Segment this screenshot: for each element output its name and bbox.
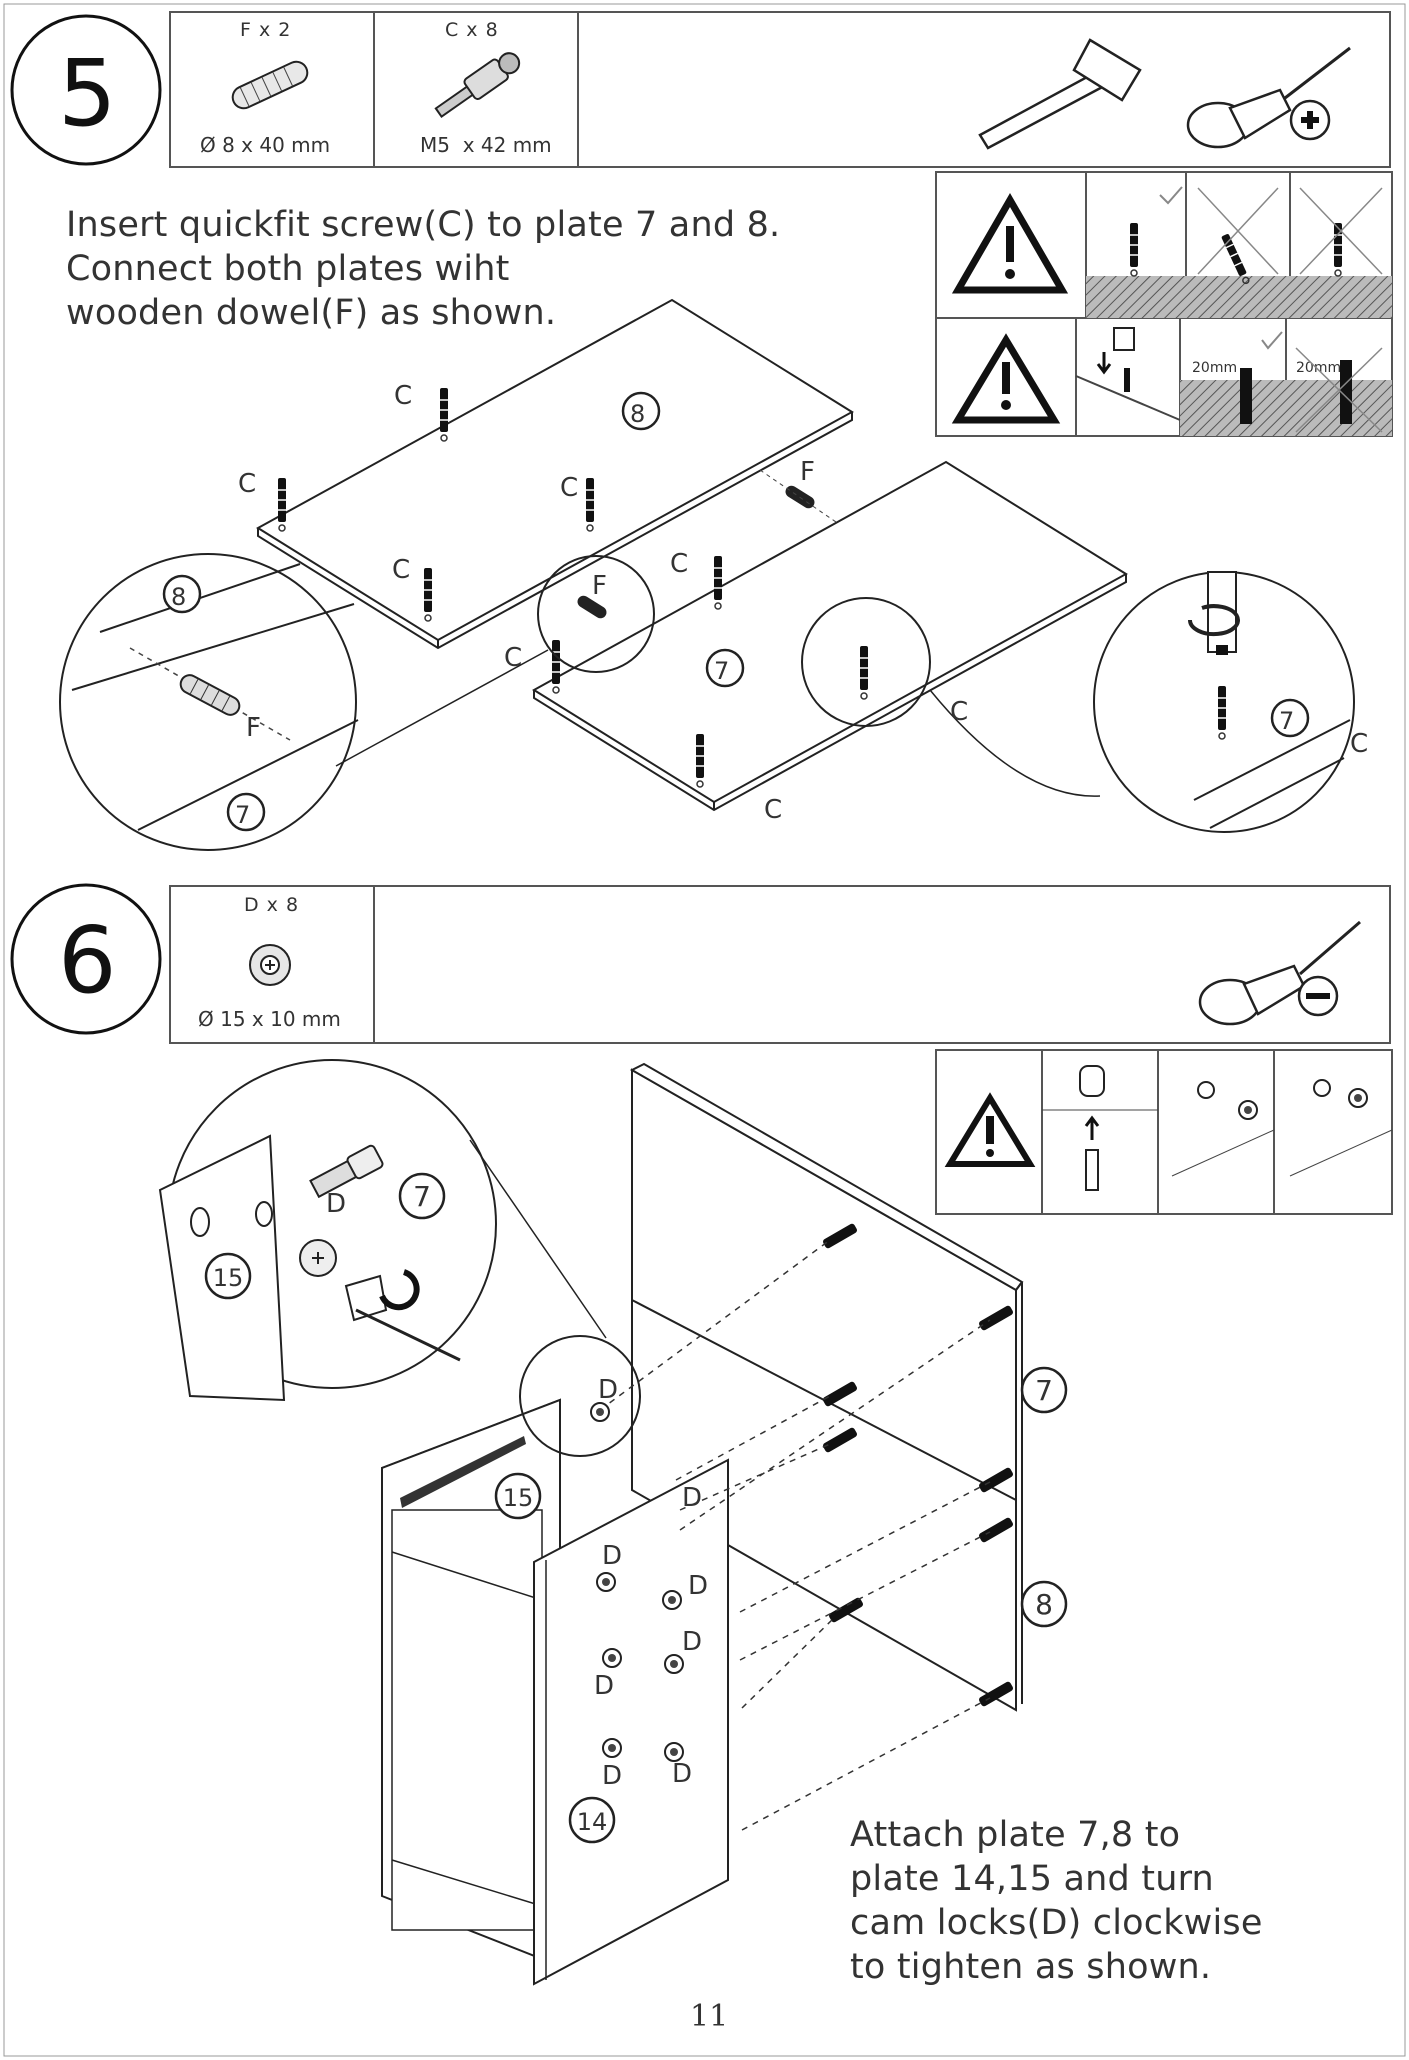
label-d: D xyxy=(672,1759,692,1789)
phillips-screwdriver-icon xyxy=(1186,46,1351,149)
part-d-count: D x 8 xyxy=(244,894,300,916)
label-c: C xyxy=(764,795,782,825)
step-6-number: 6 xyxy=(58,907,117,1014)
plate-7 xyxy=(532,460,1128,812)
step-6-warning-panel xyxy=(935,1049,1393,1215)
label-c: C xyxy=(394,381,412,411)
magnifier-camlock-detail xyxy=(519,1335,641,1457)
depth-label-2: 20mm xyxy=(1296,360,1341,376)
label-c: C xyxy=(392,555,410,585)
label-d: D xyxy=(682,1483,702,1513)
step-6-instruction-line-3: cam locks(D) clockwise xyxy=(850,1903,1263,1943)
step-6-instruction-line-2: plate 14,15 and turn xyxy=(850,1859,1214,1899)
label-d: D xyxy=(602,1761,622,1791)
step-5-instruction-line-3: wooden dowel(F) as shown. xyxy=(66,293,557,333)
step-6-parts-box xyxy=(169,885,1391,1044)
callout-plate-15: 15 xyxy=(213,1264,244,1292)
plate-8 xyxy=(256,298,854,650)
wooden-dowel-icon xyxy=(231,60,309,110)
magnifier-dowel-detail xyxy=(537,555,655,673)
step-5-parts-box xyxy=(169,11,1391,168)
label-d: D xyxy=(598,1375,618,1405)
plate-14 xyxy=(533,1458,729,1986)
step-6-circle xyxy=(10,883,162,1035)
label-c: C xyxy=(950,697,968,727)
cam-lock-icon xyxy=(249,944,291,986)
label-d: D xyxy=(326,1189,346,1219)
flathead-screwdriver-icon xyxy=(1198,920,1361,1026)
magnifier-screw-detail xyxy=(801,597,931,727)
callout-plate-8: 8 xyxy=(1035,1588,1053,1621)
depth-label-1: 20mm xyxy=(1192,360,1237,376)
label-c: C xyxy=(560,473,578,503)
part-d-size: Ø 15 x 10 mm xyxy=(198,1007,341,1031)
callout-plate-8: 8 xyxy=(630,400,645,428)
callout-plate-7: 7 xyxy=(1035,1374,1053,1407)
step-5-number: 5 xyxy=(58,40,117,147)
quickfit-screw-icon xyxy=(434,52,521,119)
step-5-warning-panel: 20mm 20mm xyxy=(935,171,1393,437)
step-5-instruction-line-2: Connect both plates wiht xyxy=(66,249,510,289)
label-f: F xyxy=(592,571,607,601)
label-f: F xyxy=(246,713,261,743)
label-d: D xyxy=(682,1627,702,1657)
label-d: D xyxy=(602,1541,622,1571)
label-c: C xyxy=(670,549,688,579)
back-side-panels xyxy=(629,1062,1024,1712)
part-f-size: Ø 8 x 40 mm xyxy=(200,133,331,157)
part-f-count: F x 2 xyxy=(240,19,292,41)
dowel-insertion-icon xyxy=(1075,327,1181,421)
callout-plate-7: 7 xyxy=(413,1180,431,1213)
step-6-instruction-line-1: Attach plate 7,8 to xyxy=(850,1815,1181,1855)
plate-15 xyxy=(381,1398,561,1968)
warning-triangle-icon xyxy=(951,193,1069,294)
warning-triangle-icon xyxy=(944,1092,1036,1167)
callout-plate-7: 7 xyxy=(1279,707,1294,735)
step-5-instruction-line-1: Insert quickfit screw(C) to plate 7 and … xyxy=(66,205,781,245)
label-c: C xyxy=(1350,729,1368,759)
part-c-size: M5 x 42 mm xyxy=(420,133,552,157)
label-d: D xyxy=(688,1571,708,1601)
callout-plate-7: 7 xyxy=(714,657,729,685)
label-d: D xyxy=(594,1671,614,1701)
label-c: C xyxy=(504,643,522,673)
label-c: C xyxy=(238,469,256,499)
warning-triangle-icon xyxy=(951,333,1061,424)
label-f: F xyxy=(800,457,815,487)
callout-plate-7: 7 xyxy=(235,801,250,829)
step-6-instruction-line-4: to tighten as shown. xyxy=(850,1947,1212,1987)
page-number: 11 xyxy=(690,1999,729,2034)
part-c-count: C x 8 xyxy=(445,19,499,41)
hammer-icon xyxy=(978,38,1142,150)
callout-plate-15: 15 xyxy=(503,1484,534,1512)
callout-plate-14: 14 xyxy=(577,1808,608,1836)
callout-plate-8: 8 xyxy=(171,583,186,611)
step-5-circle xyxy=(10,14,162,166)
